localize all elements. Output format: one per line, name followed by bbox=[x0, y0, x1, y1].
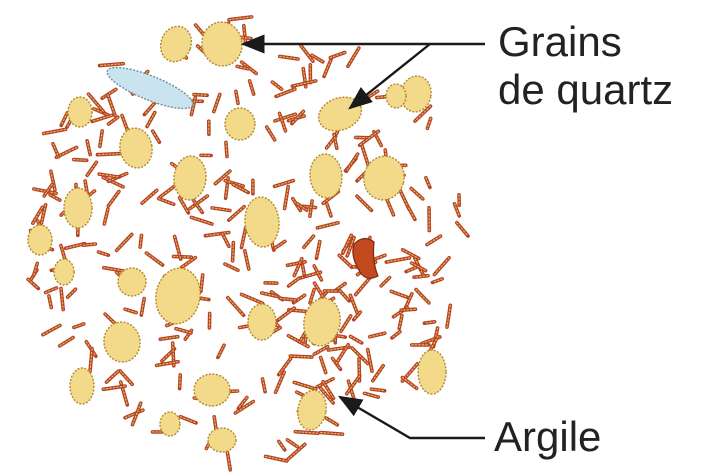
clay-particles bbox=[28, 17, 468, 470]
clay-particle-highlight bbox=[191, 217, 212, 224]
clay-particle-highlight bbox=[324, 58, 332, 77]
clay-particle-highlight bbox=[229, 207, 244, 221]
clay-particle-highlight bbox=[326, 418, 337, 425]
clay-particle-highlight bbox=[276, 89, 295, 96]
clay-particle-highlight bbox=[356, 278, 371, 295]
quartz-grain bbox=[64, 188, 92, 228]
quartz-grain bbox=[418, 350, 446, 394]
clay-particle-highlight bbox=[357, 196, 371, 210]
clay-particle bbox=[301, 46, 313, 61]
arrow-argile bbox=[340, 397, 485, 438]
quartz-grain bbox=[248, 304, 276, 340]
quartz-grains bbox=[28, 19, 446, 452]
quartz-grain bbox=[314, 91, 366, 136]
clay-particle-highlight bbox=[218, 345, 224, 357]
clay-particle-highlight bbox=[153, 131, 160, 142]
quartz-grain bbox=[225, 108, 255, 140]
quartz-grain bbox=[28, 225, 52, 255]
clay-particle-highlight bbox=[92, 115, 112, 121]
quartz-grain bbox=[54, 259, 74, 285]
clay-particle-highlight bbox=[146, 253, 162, 265]
quartz-label-line1: Grains bbox=[498, 18, 673, 66]
quartz-grain bbox=[70, 368, 94, 404]
clay-particle-highlight bbox=[242, 294, 263, 303]
quartz-grain bbox=[194, 374, 230, 406]
clay-particle-highlight bbox=[294, 382, 316, 389]
quartz-grain bbox=[386, 84, 406, 108]
clay-particle-highlight bbox=[117, 234, 132, 250]
quartz-grain bbox=[198, 19, 245, 69]
clay-particle-highlight bbox=[409, 208, 415, 219]
quartz-grain bbox=[208, 428, 236, 452]
quartz-grain bbox=[156, 22, 197, 66]
clay-particle-highlight bbox=[348, 48, 359, 66]
argile-label: Argile bbox=[494, 413, 601, 461]
quartz-grain bbox=[68, 97, 92, 127]
clay-particle-highlight bbox=[108, 95, 115, 115]
iron-oxide-grain bbox=[353, 238, 378, 278]
quartz-label-line2: de quartz bbox=[498, 66, 673, 114]
quartz-grain bbox=[117, 126, 155, 171]
quartz-grain bbox=[160, 412, 180, 436]
clay-particle-highlight bbox=[147, 113, 155, 127]
clay-particle-highlight bbox=[278, 308, 295, 320]
clay-particle-highlight bbox=[350, 295, 358, 315]
clay-particle-highlight bbox=[351, 336, 362, 343]
clay-particle-highlight bbox=[28, 279, 38, 288]
clay-particle-highlight bbox=[346, 154, 357, 171]
quartz-grain bbox=[172, 155, 208, 202]
quartz-grain bbox=[151, 265, 204, 328]
quartz-grain bbox=[101, 319, 143, 365]
quartz-grain bbox=[243, 196, 281, 249]
clay-particle-highlight bbox=[434, 258, 449, 275]
quartz-grains-label: Grains de quartz bbox=[498, 18, 673, 114]
clay-particle-highlight bbox=[340, 291, 349, 301]
clay-particle-highlight bbox=[61, 113, 67, 126]
quartz-grain bbox=[118, 268, 146, 296]
